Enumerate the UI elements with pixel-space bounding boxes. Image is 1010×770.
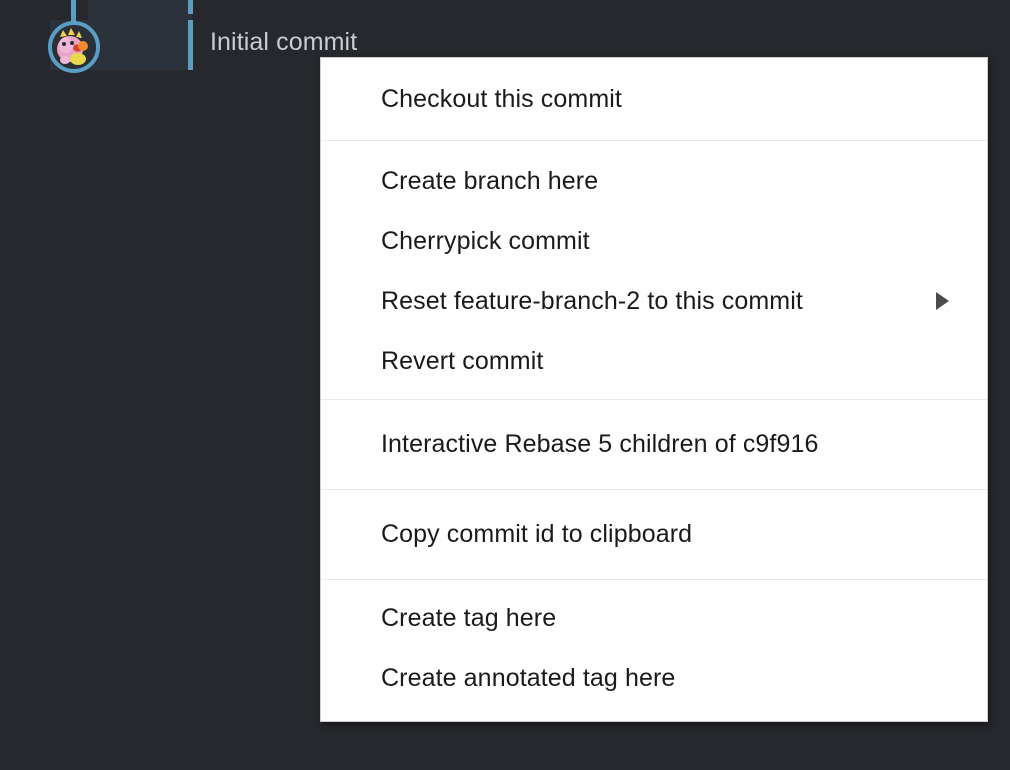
commit-subject: Initial commit	[210, 28, 358, 56]
menu-group-checkout: Checkout this commit	[321, 58, 987, 140]
menu-item-cherrypick-commit[interactable]: Cherrypick commit	[321, 211, 987, 271]
menu-item-label: Create annotated tag here	[381, 663, 676, 692]
menu-item-reset-branch-to-this-commit[interactable]: Reset feature-branch-2 to this commit	[321, 271, 987, 331]
menu-item-copy-commit-id[interactable]: Copy commit id to clipboard	[321, 490, 987, 579]
menu-item-create-tag-here[interactable]: Create tag here	[321, 588, 987, 648]
menu-separator	[321, 489, 987, 490]
avatar-icon	[52, 25, 96, 69]
branch-indicator-bar	[188, 20, 193, 70]
menu-item-label: Checkout this commit	[381, 84, 622, 113]
menu-item-interactive-rebase[interactable]: Interactive Rebase 5 children of c9f916	[321, 400, 987, 489]
menu-item-label: Reset feature-branch-2 to this commit	[381, 286, 803, 315]
menu-item-label: Cherrypick commit	[381, 226, 590, 255]
menu-item-create-annotated-tag-here[interactable]: Create annotated tag here	[321, 648, 987, 708]
menu-separator	[321, 140, 987, 141]
menu-item-label: Create branch here	[381, 166, 599, 195]
graph-edge-line	[71, 0, 76, 24]
menu-item-label: Create tag here	[381, 603, 557, 632]
chevron-right-icon	[936, 292, 949, 310]
menu-item-create-branch-here[interactable]: Create branch here	[321, 151, 987, 211]
commit-row-panel-upper	[88, 0, 192, 22]
commit-graph-row[interactable]: Initial commit	[0, 0, 1010, 78]
menu-group-rebase: Interactive Rebase 5 children of c9f916	[321, 400, 987, 489]
menu-item-checkout-this-commit[interactable]: Checkout this commit	[321, 58, 987, 140]
commit-context-menu[interactable]: Checkout this commit Create branch here …	[320, 57, 988, 722]
menu-group-tags: Create tag here Create annotated tag her…	[321, 580, 987, 718]
branch-indicator-bar-top	[188, 0, 193, 14]
commit-node[interactable]	[48, 21, 100, 73]
menu-item-revert-commit[interactable]: Revert commit	[321, 331, 987, 391]
menu-group-clipboard: Copy commit id to clipboard	[321, 490, 987, 579]
menu-item-label: Interactive Rebase 5 children of c9f916	[381, 430, 819, 458]
menu-item-label: Copy commit id to clipboard	[381, 520, 693, 548]
menu-separator	[321, 399, 987, 400]
menu-group-branch-operations: Create branch here Cherrypick commit Res…	[321, 141, 987, 399]
menu-separator	[321, 579, 987, 580]
menu-item-label: Revert commit	[381, 346, 544, 375]
